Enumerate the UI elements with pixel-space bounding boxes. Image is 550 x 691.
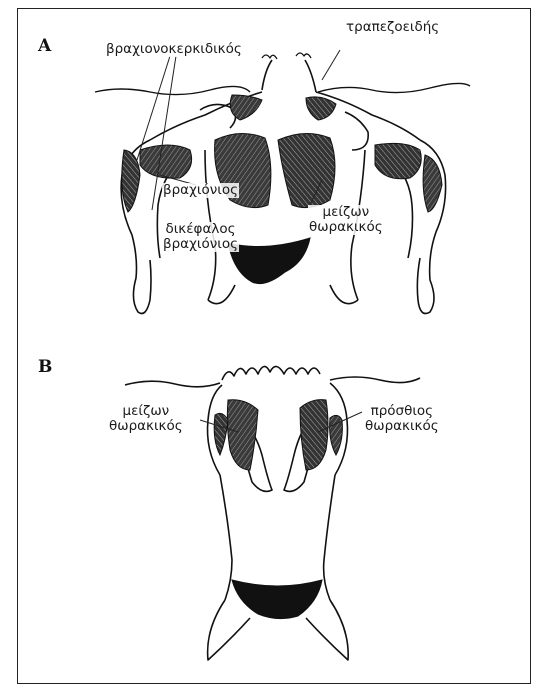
panel-b-letter: B xyxy=(38,357,52,377)
label-trapezius: τραπεζοειδής xyxy=(345,20,440,35)
label-brachialis: βραχιόνιος xyxy=(162,183,239,198)
label-pec-major-b: μείζων θωρακικός xyxy=(108,404,184,434)
label-brachioradialis: βραχιονοκερκιδικός xyxy=(105,42,243,57)
label-biceps: δικέφαλος βραχιόνιος xyxy=(162,222,239,252)
panel-b-muscles xyxy=(214,400,342,619)
panel-a-letter: A xyxy=(38,36,51,56)
label-pec-major-a: μείζων θωρακικός xyxy=(308,205,384,235)
label-serratus-anterior: πρόσθιος θωρακικός xyxy=(364,404,440,434)
